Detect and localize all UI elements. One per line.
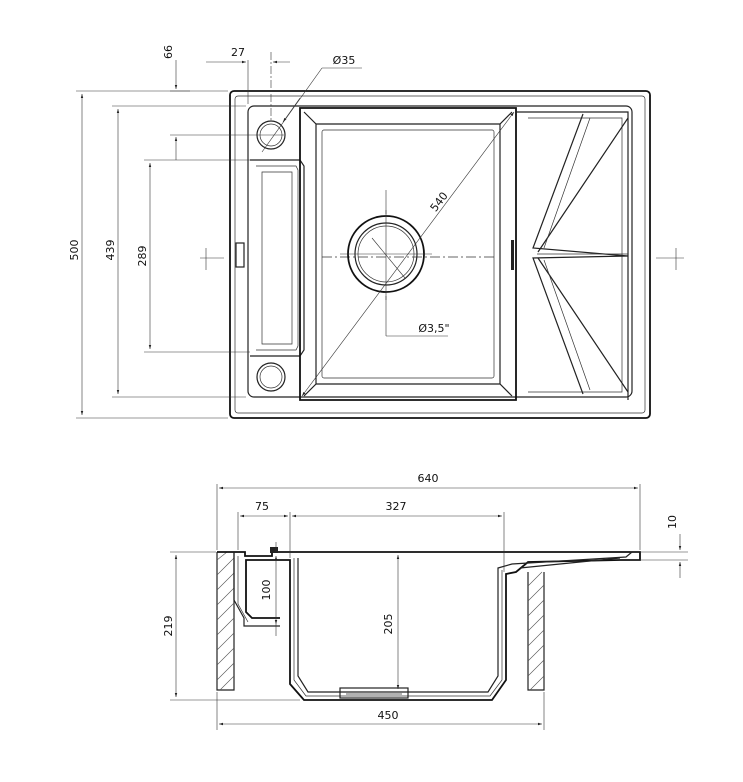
dim-label-327: 327 — [386, 500, 407, 513]
drainer-board — [516, 111, 629, 400]
dim-colander-slot: 289 — [136, 159, 250, 353]
sink-inner-edge — [247, 105, 633, 398]
dim-label-289: 289 — [136, 246, 149, 267]
dim-label-100: 100 — [260, 580, 273, 601]
side-view: 640 75 327 10 219 — [162, 472, 688, 730]
dim-cabinet-depth: 219 — [162, 551, 300, 701]
dim-tap-hole-side: 27 — [206, 46, 290, 120]
section-markers — [200, 248, 684, 270]
dim-bowl-depth: 205 — [382, 555, 400, 689]
sink-outline — [229, 90, 651, 419]
colander-slot — [250, 159, 305, 357]
dim-label-640: 640 — [418, 472, 439, 485]
dim-label-205: 205 — [382, 614, 395, 635]
dim-base-width: 450 — [216, 692, 545, 730]
dim-label-450: 450 — [378, 709, 399, 722]
sink-rim-line — [234, 95, 646, 414]
dim-tap-hole-offset: 66 — [162, 45, 284, 160]
dim-label-439: 439 — [104, 240, 117, 261]
dim-label-10: 10 — [666, 515, 679, 529]
overflow-hole — [256, 362, 286, 392]
dim-label-75: 75 — [255, 500, 269, 513]
dim-ledge-width: 75 — [237, 500, 291, 558]
dim-bowl-diagonal: 540 — [301, 111, 515, 397]
edge-clip — [235, 242, 245, 268]
dim-overall-depth: 500 — [68, 90, 228, 419]
dim-label-27: 27 — [231, 46, 245, 59]
dim-label-o35: Ø35 — [333, 54, 356, 67]
dim-label-540: 540 — [428, 190, 451, 215]
dim-overall-width: 640 — [216, 472, 641, 550]
top-view: 500 439 289 66 — [68, 45, 684, 419]
dim-drain-diameter: Ø3,5" — [371, 237, 450, 337]
dim-bowl-span: 439 — [104, 105, 246, 398]
dim-ledge-depth: 100 — [260, 542, 278, 636]
dim-bowl-width: 327 — [292, 500, 505, 572]
dim-tap-hole-diameter: Ø35 — [261, 54, 362, 153]
dim-label-drain: Ø3,5" — [418, 322, 449, 335]
dim-label-219: 219 — [162, 616, 175, 637]
dim-label-500: 500 — [68, 240, 81, 261]
worktop-right — [527, 571, 545, 691]
dim-label-66: 66 — [162, 45, 175, 59]
dim-rim-thickness: 10 — [630, 515, 688, 578]
sink-section — [217, 547, 641, 701]
worktop-left — [216, 551, 235, 691]
left-ledge — [235, 120, 305, 392]
drain-outlet — [339, 687, 409, 699]
